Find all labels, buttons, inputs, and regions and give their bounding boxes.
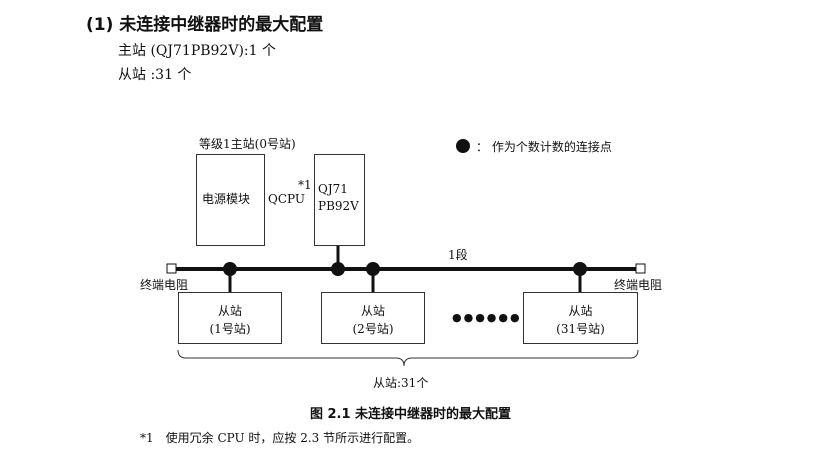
ellipsis-dots: ●●●●●● xyxy=(452,311,522,324)
figure-caption: 图 2.1 未连接中继器时的最大配置 xyxy=(309,407,512,422)
slave-count-text: 从站 :31 个 xyxy=(118,67,192,83)
slave1-title: 从站 xyxy=(217,304,242,318)
slave-station-31 xyxy=(523,292,638,344)
connection-point-1 xyxy=(223,262,237,276)
legend-text: ： 作为个数计数的连接点 xyxy=(476,140,612,154)
master-count-text: 主站 (QJ71PB92V):1 个 xyxy=(118,43,276,59)
slave-station-2 xyxy=(321,292,425,344)
slave-station-1 xyxy=(178,292,282,344)
slave31-number: (31号站) xyxy=(556,322,605,336)
qj71-label-line2: PB92V xyxy=(318,199,359,213)
terminator-left-label: 终端电阻 xyxy=(140,278,189,292)
footnote: *1 使用冗余 CPU 时，应按 2.3 节所示进行配置。 xyxy=(140,431,420,445)
connection-point-2 xyxy=(366,262,380,276)
qcpu-footnote-mark: *1 xyxy=(298,178,312,192)
connection-point-31 xyxy=(573,262,587,276)
terminator-right-label: 终端电阻 xyxy=(614,278,663,292)
slave2-title: 从站 xyxy=(360,304,385,318)
section-heading: (1) 未连接中继器时的最大配置 xyxy=(86,15,324,35)
segment-label: 1段 xyxy=(448,248,468,262)
power-module-label: 电源模块 xyxy=(202,192,251,206)
connection-point-master xyxy=(331,262,345,276)
slave1-number: (1号站) xyxy=(209,322,251,336)
master-station-label: 等级1主站(0号站) xyxy=(199,137,296,151)
qj71-label-line1: QJ71 xyxy=(318,182,348,196)
slaves-total-label: 从站:31个 xyxy=(373,376,429,390)
qcpu-label: QCPU xyxy=(268,192,305,206)
slave2-number: (2号站) xyxy=(352,322,394,336)
qcpu-divider xyxy=(264,154,315,246)
slave31-title: 从站 xyxy=(568,304,593,318)
legend-dot xyxy=(456,139,470,153)
